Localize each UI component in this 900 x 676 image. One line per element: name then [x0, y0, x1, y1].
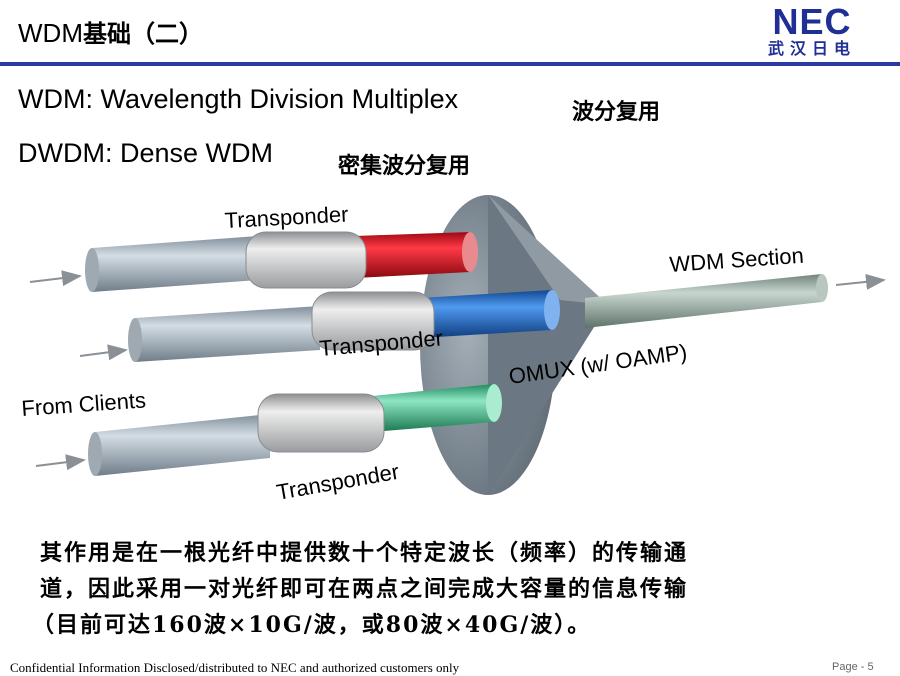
fiber-blue-channel [128, 290, 560, 362]
nec-logo: NEC 武汉日电 [752, 4, 872, 58]
description-line: 其作用是在一根光纤中提供数十个特定波长（频率）的传输通 [40, 540, 689, 566]
transponder-middle-shape [311, 291, 435, 351]
definition-term: DWDM: Dense WDM [18, 138, 273, 168]
input-arrow [79, 344, 128, 361]
fiber-green-channel [88, 384, 502, 476]
label-wdm-section: WDM Section [669, 243, 805, 277]
page-number: Page - 5 [832, 661, 874, 673]
input-arrow [35, 454, 86, 471]
input-arrow [29, 270, 82, 287]
logo-text: NEC [772, 1, 852, 42]
title-suffix: 基础（二） [82, 19, 203, 48]
transponder-top-shape [245, 231, 367, 289]
definition-chinese: 密集波分复用 [338, 153, 471, 179]
definition-chinese: 波分复用 [572, 99, 661, 125]
page-title: WDM基础（二） [18, 14, 203, 49]
description-paragraph: 其作用是在一根光纤中提供数十个特定波长（频率）的传输通 道，因此采用一对光纤即可… [32, 535, 880, 643]
definition-wdm: WDM: Wavelength Division Multiplex [18, 84, 458, 115]
fiber-red-channel [85, 232, 478, 292]
wdm-diagram: Transponder Transponder Transponder WDM … [21, 195, 886, 505]
label-transponder-bottom: Transponder [275, 459, 401, 505]
logo-subtext: 武汉日电 [767, 39, 856, 58]
title-prefix: WDM [18, 18, 83, 48]
definition-dwdm: DWDM: Dense WDM [18, 138, 273, 169]
output-fiber [585, 274, 828, 328]
definition-term: WDM: Wavelength Division Multiplex [18, 84, 459, 114]
description-line: （目前可达160波×10G/波，或80波×40G/波）。 [32, 612, 592, 638]
transponder-bottom-shape [257, 393, 385, 453]
header-divider [0, 62, 900, 66]
label-from-clients: From Clients [21, 387, 147, 421]
description-line: 道，因此采用一对光纤即可在两点之间完成大容量的信息传输 [40, 576, 689, 602]
footer-confidential: Confidential Information Disclosed/distr… [10, 660, 460, 675]
output-arrow [835, 273, 886, 290]
label-transponder-top: Transponder [224, 202, 349, 233]
